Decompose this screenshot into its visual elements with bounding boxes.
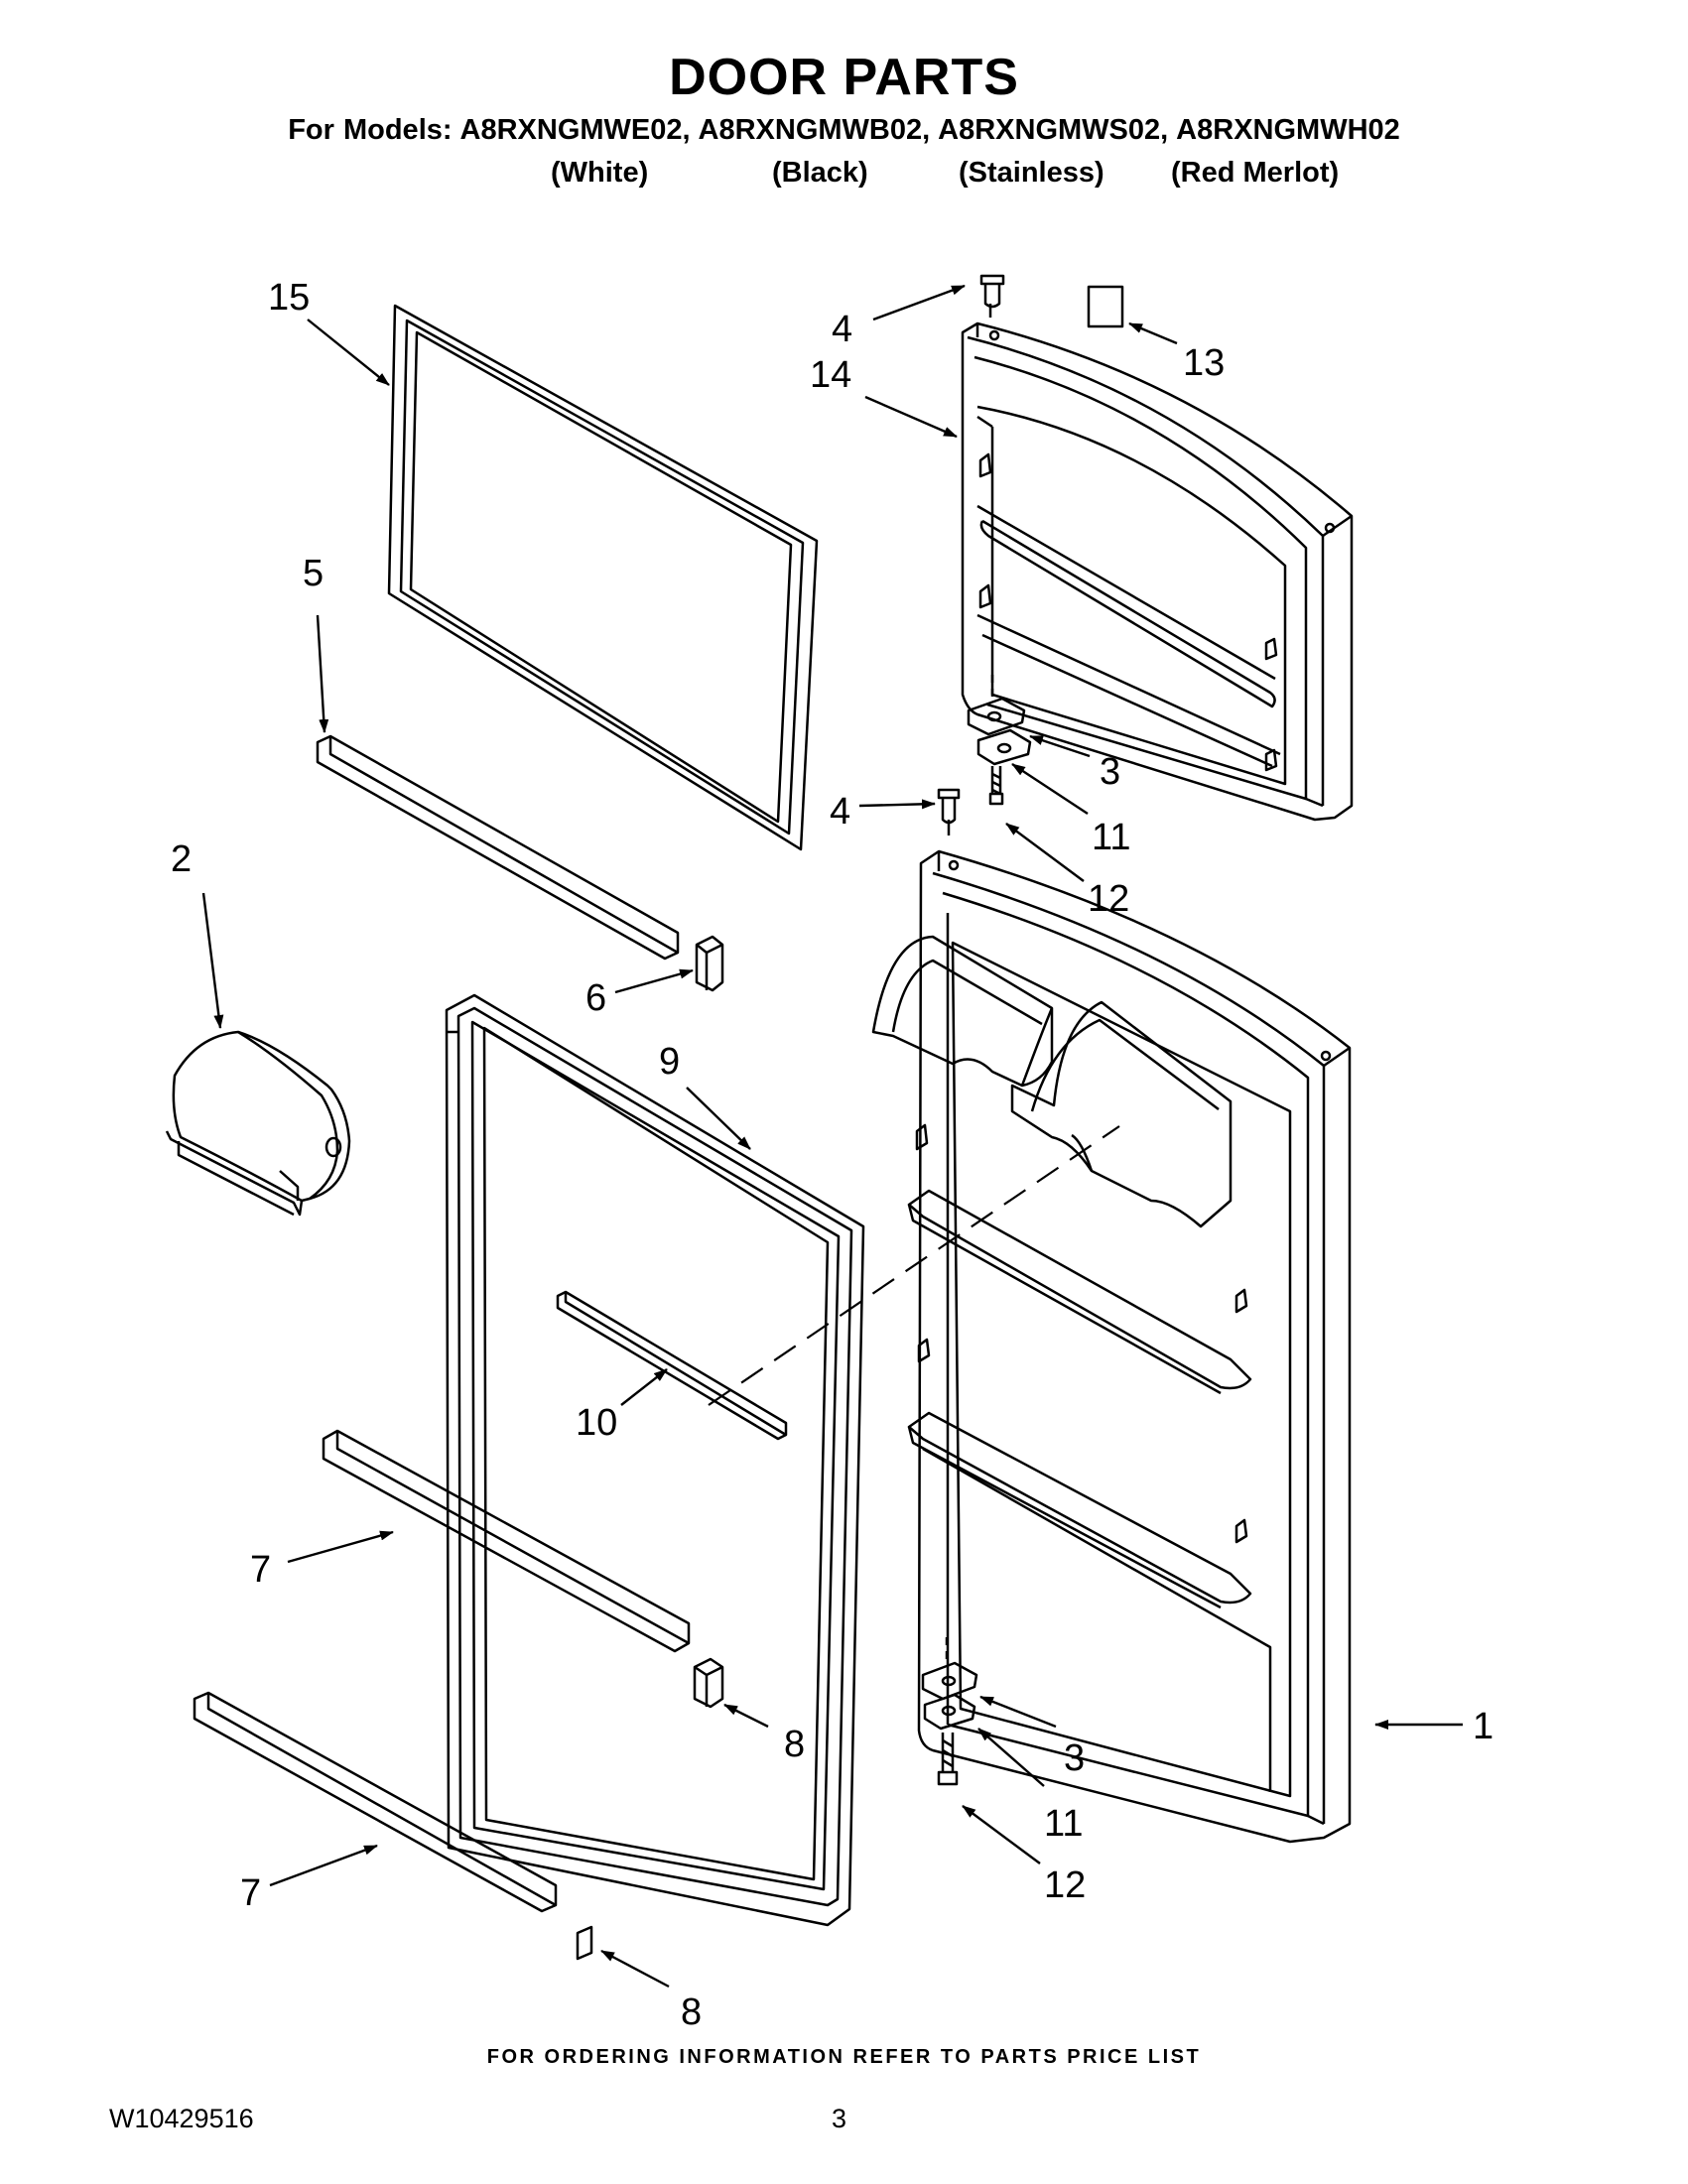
trim-end-cap-lower xyxy=(576,1925,593,1961)
models-line: For Models: A8RXNGMWE02, A8RXNGMWB02, A8… xyxy=(288,114,1400,146)
leader-14 xyxy=(864,395,958,439)
leader-9 xyxy=(686,1087,751,1150)
callout-3-bottom: 3 xyxy=(1064,1737,1085,1779)
fresh-food-door xyxy=(871,849,1352,1844)
leader-12-bottom xyxy=(962,1805,1041,1864)
callout-10: 10 xyxy=(576,1402,617,1444)
center-hinge-top xyxy=(967,697,1032,766)
leader-7-lower xyxy=(269,1844,378,1887)
callout-7-lower: 7 xyxy=(240,1872,261,1914)
ordering-note: FOR ORDERING INFORMATION REFER TO PARTS … xyxy=(486,2046,1202,2068)
leader-4-middle xyxy=(858,799,936,810)
freezer-door-gasket xyxy=(387,304,819,851)
trim-strip-upper xyxy=(316,734,680,961)
leader-11-top xyxy=(1011,762,1089,816)
dairy-compartment-door xyxy=(165,1030,351,1217)
leader-11-bottom xyxy=(977,1728,1045,1787)
leader-10 xyxy=(620,1368,668,1406)
callout-4-middle: 4 xyxy=(830,791,850,833)
leader-7-upper xyxy=(287,1530,394,1564)
leader-4-top xyxy=(872,284,966,321)
trim-end-cap-middle xyxy=(693,1657,724,1709)
shelf-retainer-bar xyxy=(556,1290,788,1441)
fresh-food-door-gasket xyxy=(445,993,865,1927)
callout-14: 14 xyxy=(810,354,851,396)
leader-5 xyxy=(316,614,329,733)
leader-2 xyxy=(201,892,224,1029)
leader-6 xyxy=(614,968,694,994)
color-stainless: (Stainless) xyxy=(959,157,1104,189)
callout-6: 6 xyxy=(585,977,606,1019)
trim-strip-lower xyxy=(193,1691,558,1913)
trim-strip-middle xyxy=(322,1429,691,1653)
callout-13: 13 xyxy=(1183,342,1225,384)
page-number: 3 xyxy=(832,2104,847,2133)
color-black: (Black) xyxy=(772,157,868,189)
callout-12-bottom: 12 xyxy=(1044,1864,1086,1906)
hinge-screw-top xyxy=(988,766,1004,806)
color-white: (White) xyxy=(551,157,649,189)
callout-11-top: 11 xyxy=(1092,817,1130,858)
callout-12-top: 12 xyxy=(1088,878,1129,920)
callout-8-upper: 8 xyxy=(784,1724,805,1765)
bottom-hinge xyxy=(921,1661,978,1731)
leader-12-top xyxy=(1005,823,1085,882)
callout-2: 2 xyxy=(171,838,192,880)
callout-8-lower: 8 xyxy=(681,1991,702,2033)
callout-1: 1 xyxy=(1473,1706,1493,1747)
leader-15 xyxy=(307,319,390,386)
freezer-door xyxy=(961,321,1354,822)
page-title: DOOR PARTS xyxy=(669,49,1019,106)
callout-11-bottom: 11 xyxy=(1044,1803,1083,1845)
color-red-merlot: (Red Merlot) xyxy=(1171,157,1340,189)
callout-9: 9 xyxy=(659,1041,680,1083)
leader-8-upper xyxy=(723,1703,769,1729)
leader-8-lower xyxy=(600,1949,670,1989)
callout-5: 5 xyxy=(303,553,324,594)
document-code: W10429516 xyxy=(109,2104,254,2133)
callout-4-top: 4 xyxy=(832,309,852,350)
callout-15: 15 xyxy=(268,277,310,319)
hinge-plug-top xyxy=(979,274,1005,318)
leader-13 xyxy=(1128,321,1178,345)
leader-3-bottom xyxy=(979,1695,1057,1729)
hinge-plug-middle xyxy=(937,788,961,835)
callout-7-upper: 7 xyxy=(250,1549,271,1591)
callout-3-top: 3 xyxy=(1100,751,1120,793)
door-label xyxy=(1087,285,1124,328)
leader-3-top xyxy=(1029,734,1091,758)
trim-end-cap-upper xyxy=(695,935,724,992)
hinge-screw-bottom xyxy=(937,1733,959,1786)
